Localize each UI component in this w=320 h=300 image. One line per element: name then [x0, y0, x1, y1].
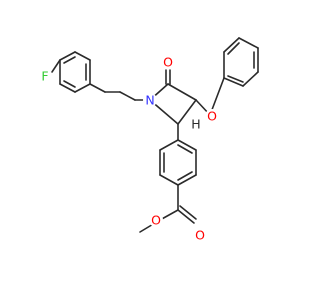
- ester-carbonyl-oxygen-label: O: [193, 228, 207, 243]
- ketone-oxygen-label: O: [161, 55, 175, 70]
- azetidinone-ring: [149, 83, 197, 125]
- nitrogen-atom-label: N: [143, 93, 157, 108]
- svg-text:N: N: [145, 93, 154, 108]
- o-phenyl-bond: [209, 77, 225, 116]
- ester-double-bond: [177, 205, 197, 224]
- svg-text:O: O: [195, 228, 205, 243]
- benzoate-ring: [159, 139, 197, 186]
- bonds: [51, 37, 259, 233]
- atom-labels: F N O O H O O: [38, 55, 219, 243]
- phenoxy-ring: [223, 37, 259, 87]
- svg-text:O: O: [207, 109, 217, 124]
- carbonyl-double-bond: [165, 69, 171, 85]
- svg-text:F: F: [41, 69, 48, 84]
- ester-single-bond: [159, 209, 179, 221]
- ester-ether-oxygen-label: O: [149, 213, 163, 228]
- molecule-diagram: F N O O H O O: [38, 37, 259, 243]
- svg-text:O: O: [163, 55, 173, 70]
- fluorophenyl-ring: [59, 51, 91, 93]
- ether-oxygen-label: O: [205, 109, 219, 124]
- svg-text:O: O: [151, 213, 161, 228]
- ethyl-linker: [89, 83, 136, 101]
- c-f-bond: [51, 59, 61, 73]
- fluorine-atom-label: F: [38, 69, 52, 84]
- svg-text:H: H: [191, 117, 200, 132]
- hydrogen-atom-label: H: [189, 117, 203, 132]
